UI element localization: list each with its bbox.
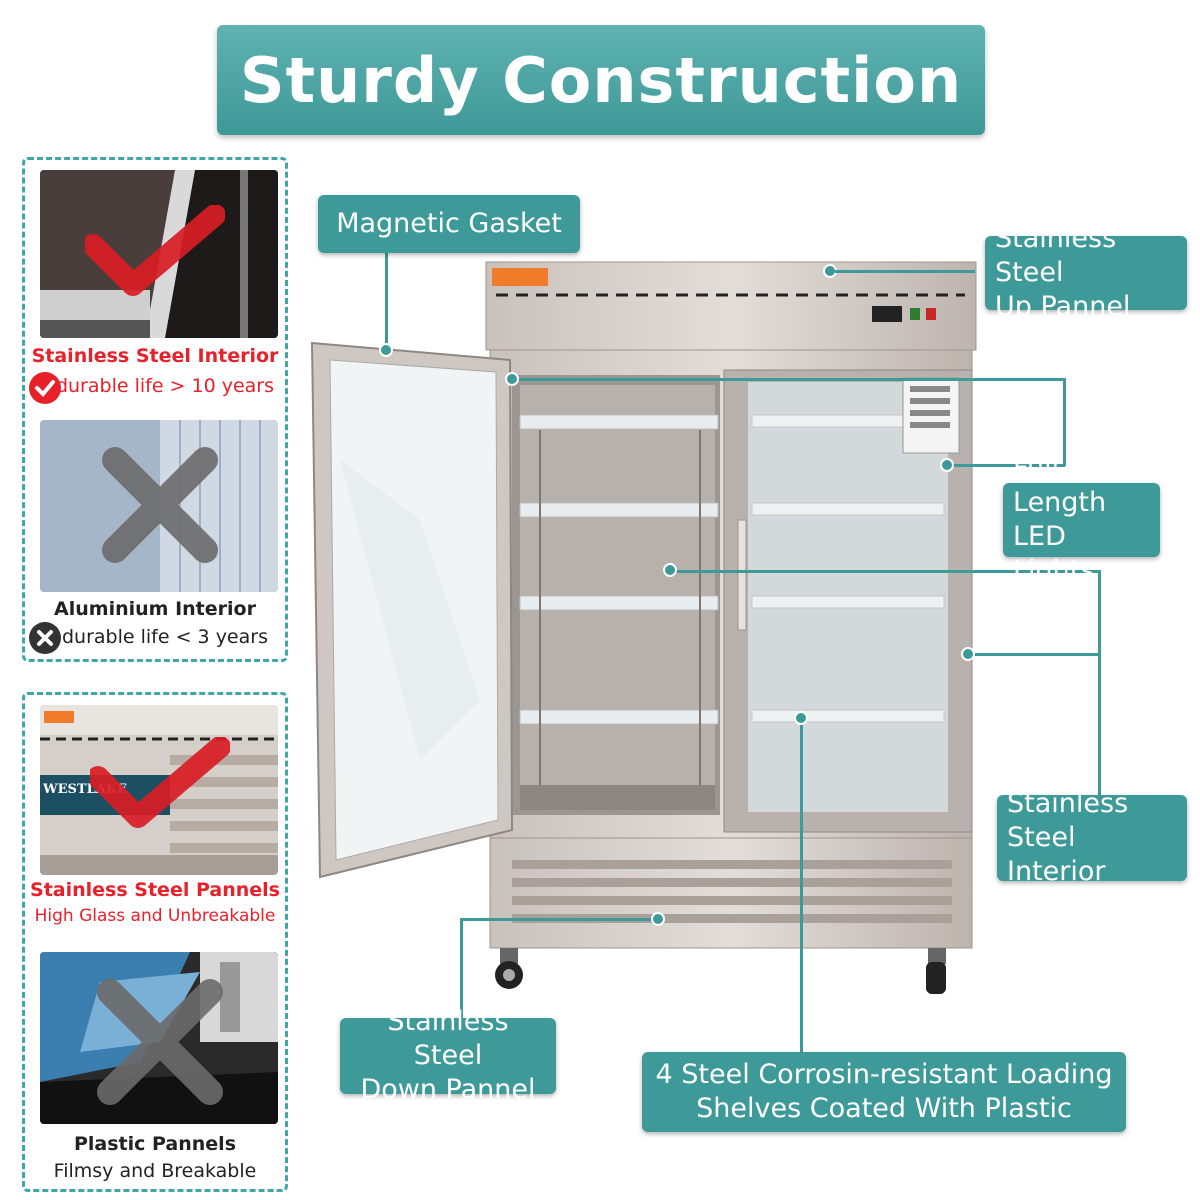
label-text: Stainless: [1007, 788, 1129, 819]
label-text: Stainless Steel: [995, 223, 1117, 288]
leader-line: [513, 378, 1065, 381]
callout-dot: [651, 912, 665, 926]
comparison-subtitle: High Glass and Unbreakable: [34, 906, 276, 926]
x-circle-icon: [29, 622, 61, 654]
comparison-subtitle: durable life < 3 years: [62, 626, 268, 648]
leader-line: [1098, 570, 1101, 795]
callout-dot: [505, 372, 519, 386]
leader-line: [968, 653, 1100, 656]
label-text: Steel Interior: [1007, 822, 1106, 887]
leader-line: [670, 570, 1100, 573]
label-text: Full Length: [1013, 453, 1107, 518]
aluminium-interior-photo: [40, 420, 278, 592]
leader-line: [460, 918, 658, 921]
label-text: Up Pannel: [995, 291, 1131, 322]
comparison-title: Stainless Steel Interior: [31, 345, 279, 367]
check-mark-icon: [87, 736, 231, 841]
comparison-title: Stainless Steel Pannels: [30, 879, 280, 901]
down-pannel-label: Stainless Steel Down Pannel: [340, 1006, 556, 1105]
label-text: 4 Steel Corrosin-resistant Loading: [655, 1059, 1113, 1090]
magnetic-gasket-label: Magnetic Gasket: [318, 195, 580, 253]
interior-comparison-panel: Stainless Steel Interior durable life > …: [22, 157, 288, 662]
plastic-pannel-photo: [40, 952, 278, 1124]
leader-line: [1063, 378, 1066, 466]
page-title: Sturdy Construction: [239, 43, 963, 117]
refrigerator-illustration: [300, 255, 990, 999]
pannel-comparison-panel: WESTLAKE Stainless Steel Pannels High Gl…: [22, 692, 288, 1192]
check-mark-icon: [82, 204, 226, 309]
comparison-title: Aluminium Interior: [54, 598, 256, 620]
label-text: Magnetic Gasket: [336, 208, 562, 239]
comparison-subtitle: Filmsy and Breakable: [53, 1160, 257, 1182]
callout-dot: [940, 458, 954, 472]
leader-line: [947, 464, 1065, 467]
up-pannel-label: Stainless Steel Up Pannel: [985, 223, 1187, 322]
leader-line: [800, 718, 803, 1053]
label-text: Down Pannel: [360, 1074, 536, 1105]
title-banner: Sturdy Construction: [217, 25, 985, 135]
leader-line: [835, 270, 975, 273]
label-text: LED Lights: [1013, 521, 1095, 586]
led-lights-label: Full Length LED Lights: [1003, 453, 1160, 586]
callout-dot: [961, 647, 975, 661]
label-text: Shelves Coated With Plastic: [696, 1093, 1072, 1124]
callout-dot: [663, 563, 677, 577]
comparison-title: Plastic Pannels: [73, 1133, 237, 1155]
label-text: Stainless Steel: [387, 1006, 509, 1071]
shelves-label: 4 Steel Corrosin-resistant Loading Shelv…: [642, 1052, 1126, 1132]
leader-line: [385, 250, 388, 350]
callout-dot: [379, 343, 393, 357]
leader-line: [460, 918, 463, 1020]
comparison-subtitle: durable life > 10 years: [55, 375, 275, 397]
callout-dot: [794, 711, 808, 725]
check-circle-icon: [29, 372, 61, 404]
steel-interior-label: Stainless Steel Interior: [997, 788, 1187, 887]
